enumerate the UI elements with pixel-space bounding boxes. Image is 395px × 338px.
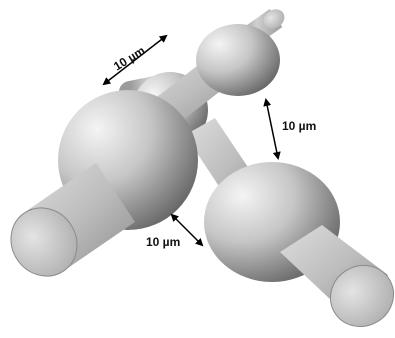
label-right: 10 µm: [282, 119, 316, 133]
right-cylinder-cap: [329, 264, 395, 328]
arrow-top-left: [102, 34, 168, 86]
right-front-cylinder: [280, 225, 395, 328]
left-front-cylinder: [10, 163, 135, 277]
arrow-bottom: [170, 213, 204, 247]
left-cylinder-cap: [10, 207, 78, 277]
label-bottom: 10 µm: [146, 235, 180, 249]
top-sphere: [196, 24, 280, 96]
arrow-right: [263, 98, 281, 160]
